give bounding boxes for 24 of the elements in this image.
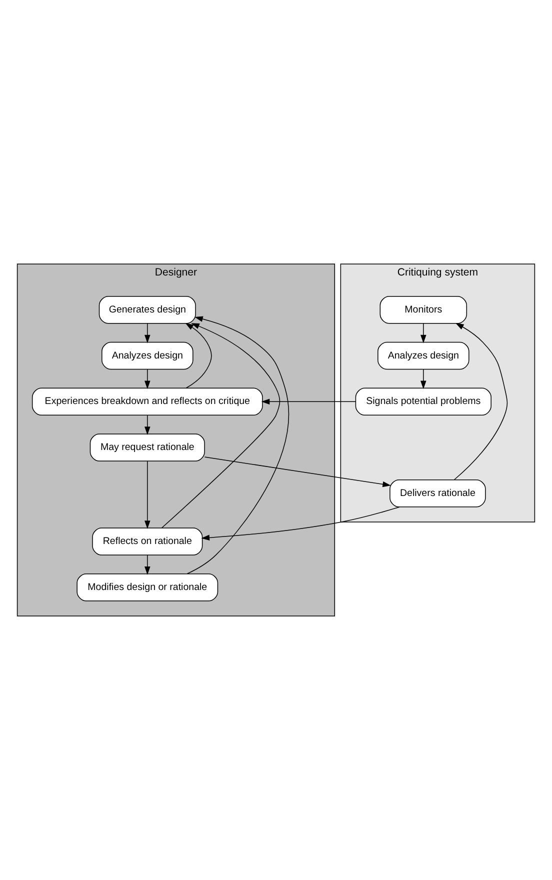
arrow — [454, 322, 508, 480]
node-box: Analyzes design — [378, 342, 470, 370]
node-box: May request rationale — [90, 434, 205, 462]
node-box: Signals potential problems — [355, 388, 492, 416]
arrow — [144, 323, 150, 344]
arrow — [144, 554, 150, 575]
arrow — [144, 368, 150, 390]
arrow — [161, 323, 280, 528]
arrow — [420, 368, 426, 390]
node-box: Monitors — [380, 296, 468, 324]
node-box: Reflects on rationale — [92, 528, 203, 556]
node-box: Delivers rationale — [390, 479, 486, 508]
node-box: Generates design — [98, 296, 196, 324]
arrow — [204, 456, 391, 488]
arrow — [420, 323, 426, 344]
arrow — [201, 506, 400, 541]
node-box: Modifies design or rationale — [76, 573, 218, 602]
node-box: Analyzes design — [102, 342, 194, 370]
arrow — [144, 414, 150, 435]
node-box: Experiences breakdown and reflects on critique — [32, 388, 263, 416]
arrow — [144, 460, 150, 529]
arrow — [186, 316, 289, 574]
arrow — [261, 398, 356, 405]
arrow — [185, 322, 212, 388]
